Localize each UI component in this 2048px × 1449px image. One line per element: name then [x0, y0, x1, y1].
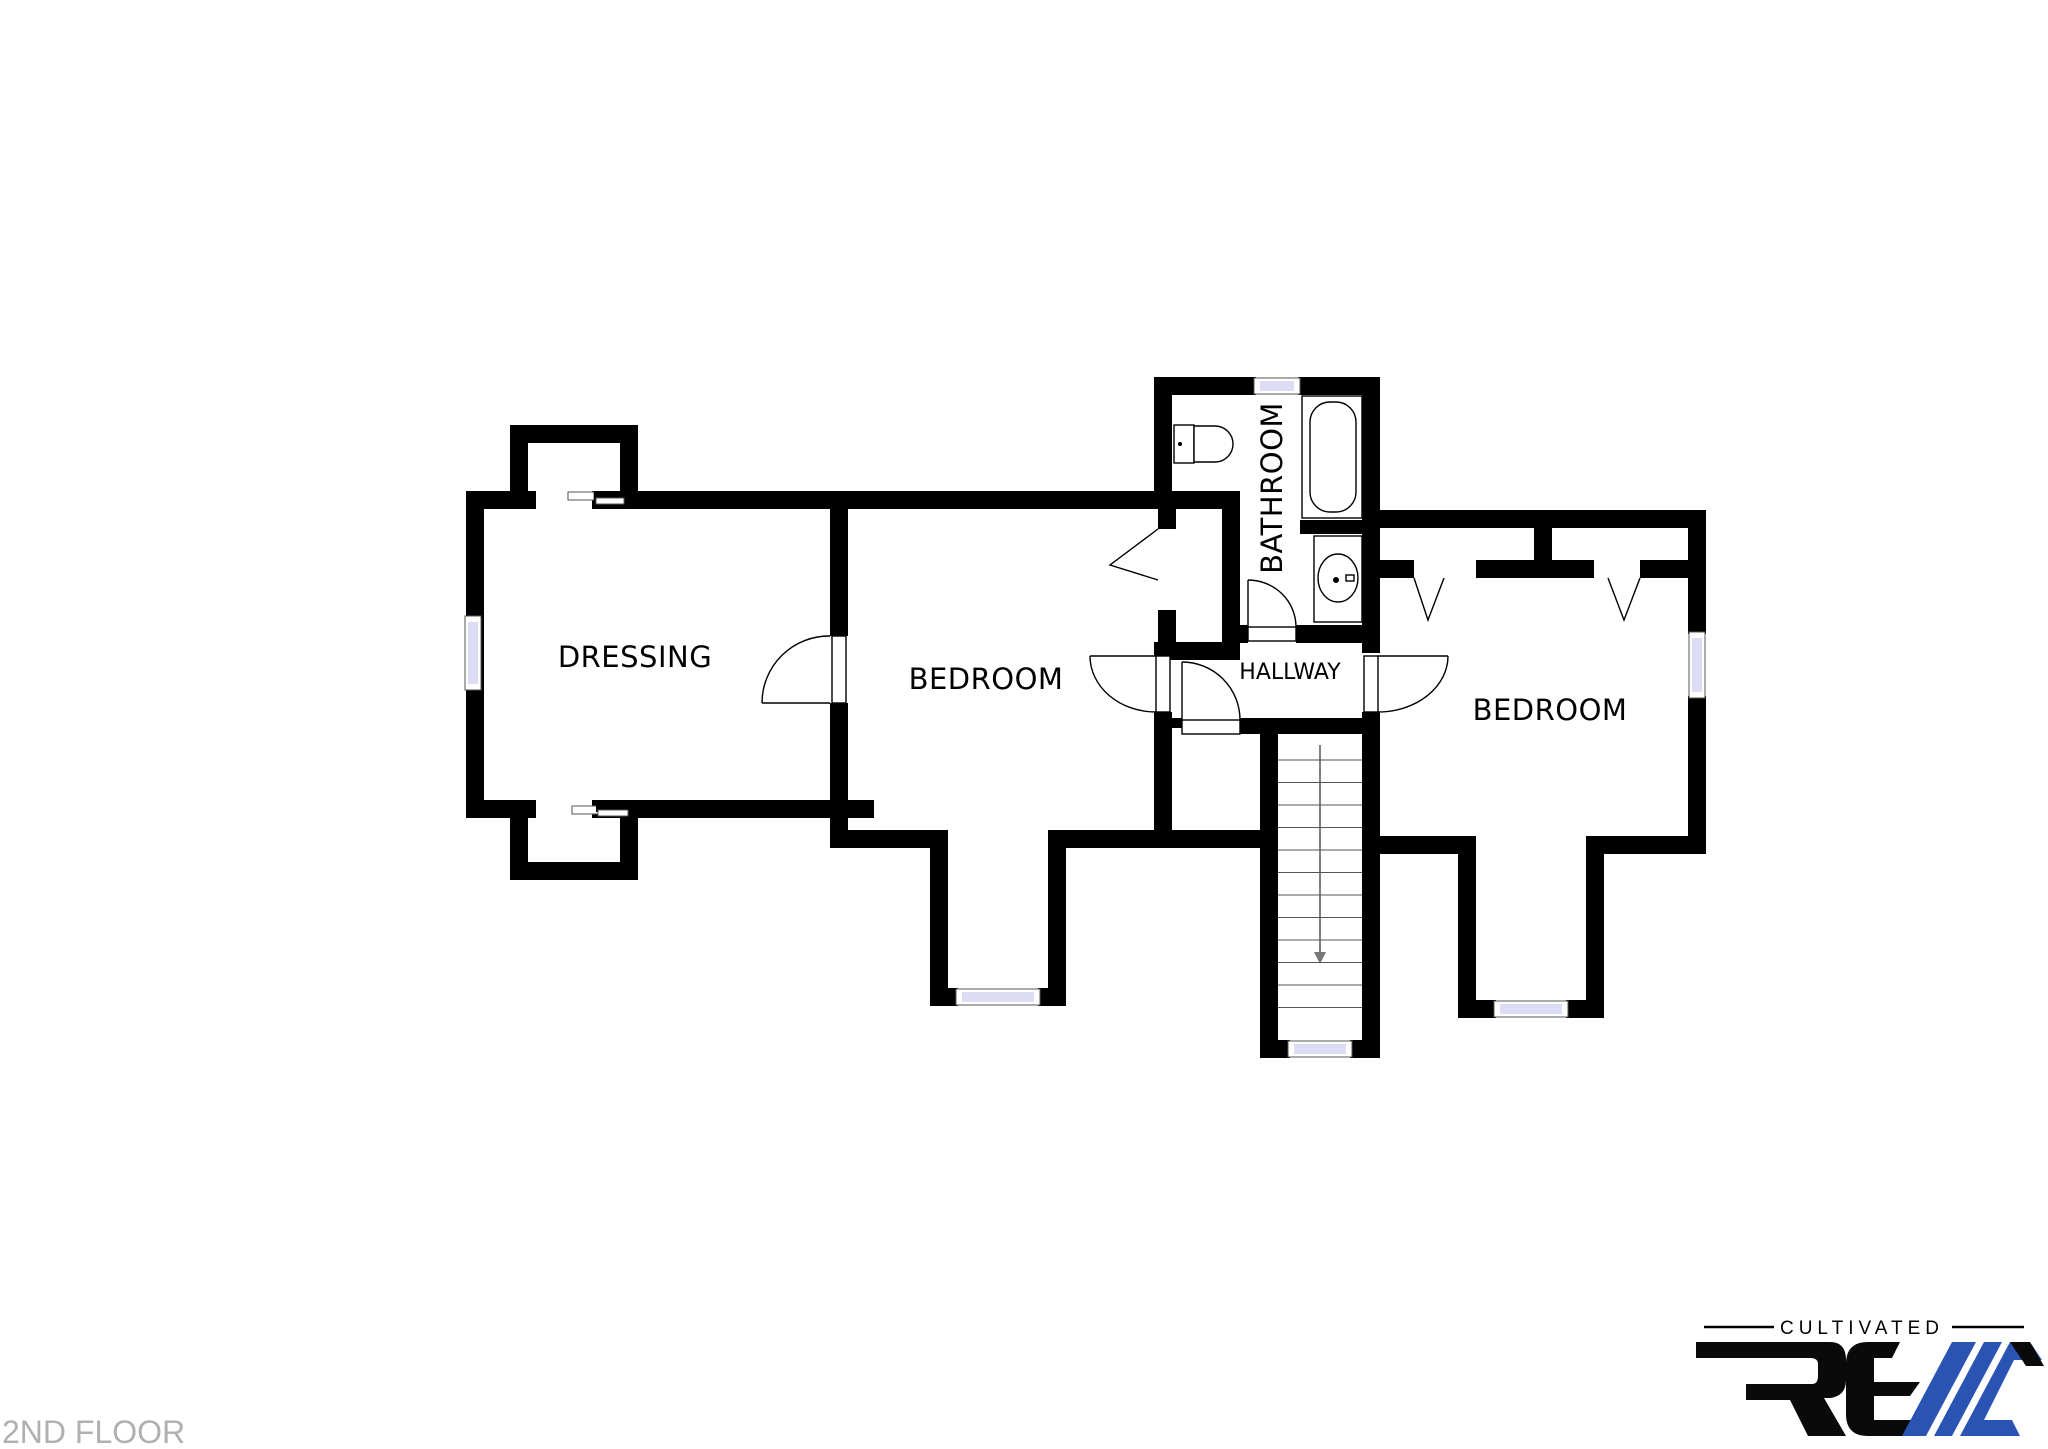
door-bedroom-right-closet-2 — [1607, 577, 1641, 622]
room-label-dressing: DRESSING — [558, 640, 712, 674]
room-label-bathroom: BATHROOM — [1255, 402, 1289, 574]
door-bedroom-closet — [1108, 528, 1159, 581]
windows — [464, 377, 1706, 1058]
door-hallway-closet — [1181, 661, 1241, 735]
logo-a-stripes-shape — [1902, 1342, 2042, 1436]
door-bathroom — [1247, 579, 1297, 642]
staircase — [1278, 734, 1362, 1040]
door-dressing-bedroom — [761, 635, 847, 704]
window-dressing-top-bay — [567, 491, 625, 505]
room-label-bedroom-left: BEDROOM — [909, 662, 1064, 696]
door-bedroom-hallway — [1089, 655, 1171, 713]
room-label-hallway: HALLWAY — [1239, 660, 1341, 685]
sink-icon — [1313, 535, 1363, 623]
logo-a-peak-shape — [2010, 1342, 2044, 1366]
window-dressing-left — [464, 615, 482, 691]
window-bathroom-top — [1253, 377, 1301, 395]
window-stairs-bottom — [1287, 1040, 1353, 1058]
bathtub-icon — [1301, 395, 1363, 519]
logo-letter-e-shape — [1846, 1342, 1928, 1436]
window-bedroom-left-bottom — [955, 988, 1041, 1006]
cultivated-re-logo: CULTIVATED — [1696, 1318, 2044, 1436]
window-dressing-bottom-bay — [571, 802, 629, 817]
window-bedroom-right-side — [1688, 631, 1706, 699]
bathroom-fixtures — [1173, 395, 1363, 623]
door-bedroom-right-closet-1 — [1413, 577, 1445, 623]
window-bedroom-right-bottom — [1493, 1000, 1569, 1018]
logo-letter-r-shape — [1696, 1342, 1846, 1436]
door-hallway-bedroom-right — [1363, 655, 1449, 713]
walls — [466, 377, 1706, 1058]
doors — [761, 528, 1641, 735]
room-label-bedroom-right: BEDROOM — [1473, 693, 1628, 727]
toilet-icon — [1173, 424, 1234, 464]
floor-label: 2ND FLOOR — [2, 1414, 185, 1449]
logo-tagline: CULTIVATED — [1780, 1318, 1944, 1339]
